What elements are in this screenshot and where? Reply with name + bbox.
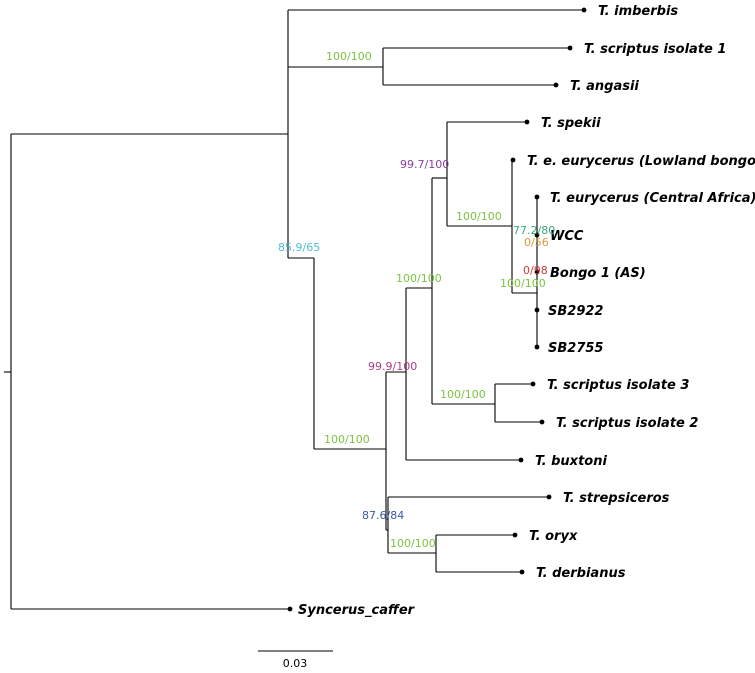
tip-label-oryx: T. oryx [529,529,578,544]
tip-label-scriptus-isolate-3: T. scriptus isolate 3 [547,378,689,393]
tip-label-spekii: T. spekii [541,116,601,131]
tip-dot-lowland [510,157,516,163]
scale-bar-label: 0.03 [283,657,308,670]
tip-dot-buxtoni [518,457,524,463]
support-scriptus-3-2: 100/100 [440,388,486,401]
support-wcc-group: 0/56 [524,236,549,249]
tip-labels: T. imberbis T. scriptus isolate 1 T. ang… [298,4,755,618]
support-central-group: 77.2/80 [513,224,555,237]
tip-dot-oryx [512,532,518,538]
support-spekii-scriptus: 100/100 [396,272,442,285]
support-tragelaphus: 100/100 [324,433,370,446]
scale-bar: 0.03 [258,650,333,670]
tip-dot-syncerus [287,606,293,612]
tip-label-buxtoni: T. buxtoni [535,454,607,469]
support-bongo-clade: 100/100 [456,210,502,223]
tip-label-wcc: WCC [550,229,584,244]
tip-label-derbianus: T. derbianus [536,566,626,581]
support-scriptus1-angasii: 100/100 [326,50,372,63]
tip-dot-derbianus [519,569,525,575]
tip-label-sb2922: SB2922 [548,304,603,319]
support-main-clade: 85.9/65 [278,241,320,254]
tip-label-imberbis: T. imberbis [598,4,678,19]
tip-dot-strepsiceros [546,494,552,500]
support-spekii-bongo: 99.7/100 [400,158,449,171]
tip-dot-bongo1 [534,269,540,275]
tip-label-angasii: T. angasii [570,79,639,94]
support-oryx-derbianus: 100/100 [390,537,436,550]
tip-label-scriptus-isolate-2: T. scriptus isolate 2 [556,416,698,431]
tip-dot-scriptus3 [530,381,536,387]
tip-label-scriptus-isolate-1: T. scriptus isolate 1 [584,42,726,57]
support-buxtoni-group: 99.9/100 [368,360,417,373]
tip-label-bongo1: Bongo 1 (AS) [550,266,646,281]
support-bongo1-group: 0/98 [523,264,548,277]
tip-dot-sb2755 [534,344,540,350]
tree-branches [4,9,584,610]
tip-dot-wcc [534,232,540,238]
support-sb-group: 100/100 [500,277,546,290]
support-strepsiceros-group: 87.6/84 [362,509,404,522]
tip-label-syncerus-caffer: Syncerus_caffer [298,603,416,618]
tip-dot-spekii [524,119,530,125]
tip-label-sb2755: SB2755 [548,341,603,356]
tip-label-central-africa: T. eurycerus (Central Africa) [550,191,755,206]
tip-dot-scriptus2 [539,419,545,425]
tip-dot-central [534,194,540,200]
tip-label-lowland-bongo: T. e. eurycerus (Lowland bongo) [527,154,755,169]
tip-dot-sb2922 [534,307,540,313]
tip-dot-scriptus1 [567,45,573,51]
tip-dot-imberbis [581,7,587,13]
tip-markers [287,7,587,612]
tip-dot-angasii [553,82,559,88]
support-values: 100/100 85.9/65 99.7/100 100/100 77.2/80… [278,50,555,550]
tip-label-strepsiceros: T. strepsiceros [563,491,670,506]
